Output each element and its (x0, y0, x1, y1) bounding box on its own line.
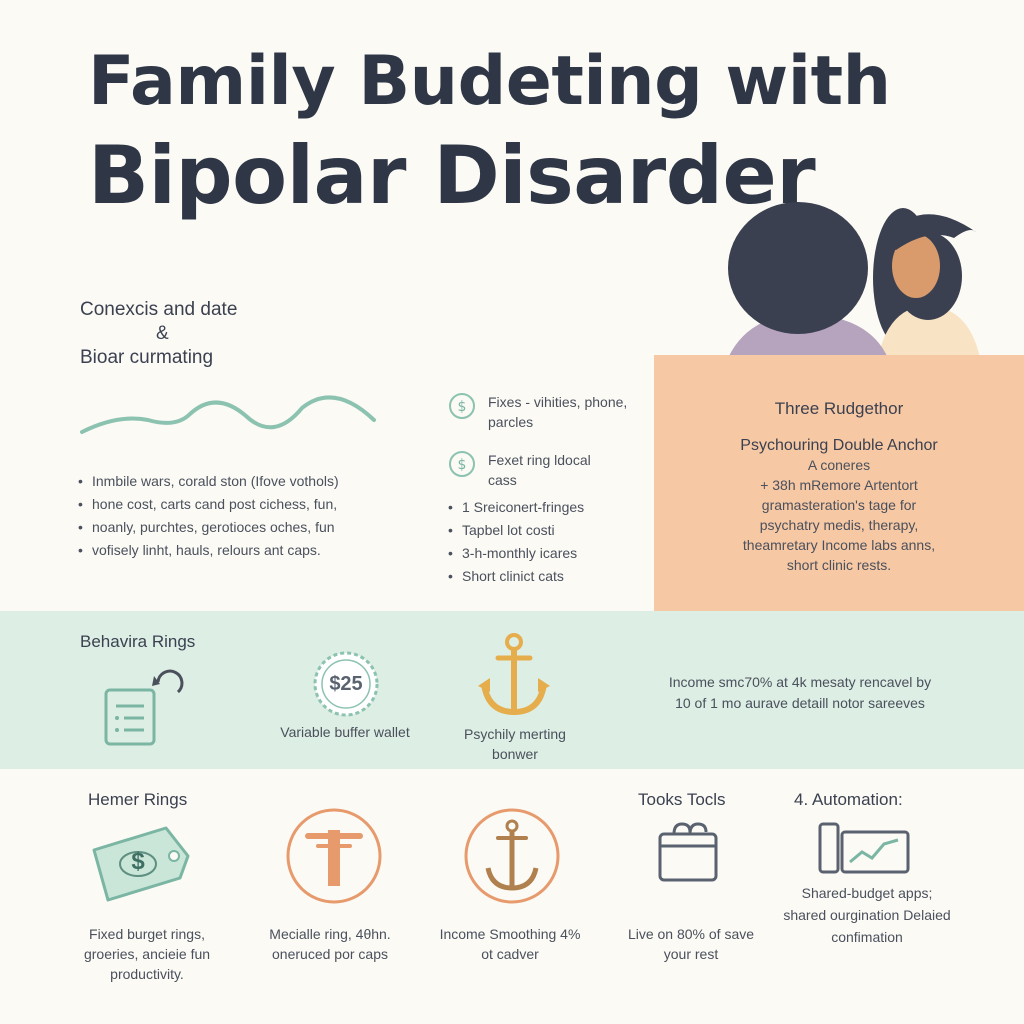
dollar-coin-icon: $ (449, 451, 475, 477)
live-on-caption: Live on 80% of save your rest (627, 926, 755, 962)
list-item: 3-h-monthly icares (448, 542, 584, 565)
list-item: Inmbile wars, corald ston (Ifove vothols… (78, 470, 339, 493)
money-tag-icon: $ (88, 822, 194, 902)
svg-text:$: $ (458, 399, 467, 415)
income-note: Income smc70% at 4k mesaty rencavel by 1… (668, 674, 932, 711)
dollar-coin-icon: $25 (312, 650, 380, 718)
calendar-icon (658, 822, 718, 882)
panel-line: psychatry medis, therapy, (759, 517, 919, 533)
fixed-costs-item: $ Fixes - vihities, phone, parcles (448, 392, 638, 432)
list-item: vofisely linht, hauls, relours ant caps. (78, 539, 339, 562)
intro-line-1: Conexcis and date (80, 299, 238, 320)
list-item: noanly, purchtes, gerotioces oches, fun (78, 516, 339, 539)
list-item: Short clinict cats (448, 565, 584, 588)
middle-bullet-list: 1 Sreiconert-fringes Tapbel lot costi 3-… (448, 496, 584, 588)
panel-line: short clinic rests. (786, 557, 892, 573)
dollar-coin-icon: $ (449, 393, 475, 419)
chart-screen-icon (818, 822, 910, 874)
title-line-2: Bipolar Disarder (88, 129, 816, 222)
income-smoothing-caption: Income Smoothing 4% ot cadver (439, 926, 581, 962)
page-title: Family Budeting with Bipolar Disarder (88, 36, 928, 224)
panel-subheading: Psychouring Double Anchor (740, 437, 938, 454)
fexet-ring-item: $ Fexet ring ldocal cass (448, 450, 598, 490)
section-title-tools: Tooks Tocls (638, 790, 726, 809)
panel-line: A coneres (807, 457, 871, 473)
svg-text:$: $ (458, 457, 467, 473)
fixed-costs-text: Fixes - vihities, phone, parcles (488, 394, 628, 430)
title-line-1: Family Budeting with (88, 42, 891, 121)
ankh-icon (286, 808, 382, 904)
section-title-automation: 4. Automation: (794, 790, 903, 809)
intro-heading: Conexcis and date & Bioar curmating (80, 298, 237, 370)
list-item: hone cost, carts cand post cichess, fun, (78, 493, 339, 516)
medical-ring-caption: Mecialle ring, 4θhn. oneruced por caps (269, 926, 391, 962)
panel-line: + 38h mRemore Artentort (760, 477, 918, 493)
panel-line: gramasteration's tage for (761, 497, 917, 513)
automation-caption: Shared-budget apps; shared ourgination D… (783, 885, 951, 945)
list-item: Tapbel lot costi (448, 519, 584, 542)
intro-ampersand: & (156, 323, 169, 344)
band-title: Behavira Rings (80, 632, 196, 651)
coin-label: $25 (329, 673, 363, 695)
panel-heading: Three Rudgethor (774, 399, 904, 418)
wave-icon (80, 395, 376, 434)
variable-buffer-caption: Variable buffer wallet (280, 724, 410, 740)
left-bullet-list: Inmbile wars, corald ston (Ifove vothols… (78, 470, 339, 562)
fexet-ring-text: Fexet ring ldocal cass (488, 452, 591, 488)
list-item: 1 Sreiconert-fringes (448, 496, 584, 519)
tag-label: $ (131, 848, 145, 875)
fixed-rings-caption: Fixed burget rings, groeries, ancieie fu… (83, 926, 211, 982)
intro-line-2: Bioar curmating (80, 347, 214, 368)
document-icon (104, 669, 184, 746)
psych-meeting-caption: Psychily merting bonwer (464, 726, 566, 762)
anchor-icon (464, 808, 560, 904)
section-title-rings: Hemer Rings (88, 790, 188, 809)
double-anchor-panel: Three Rudgethor Psychouring Double Ancho… (654, 355, 1024, 611)
anchor-icon (478, 633, 550, 716)
panel-line: theamretary Income labs anns, (742, 537, 936, 553)
family-illustration (728, 202, 980, 358)
